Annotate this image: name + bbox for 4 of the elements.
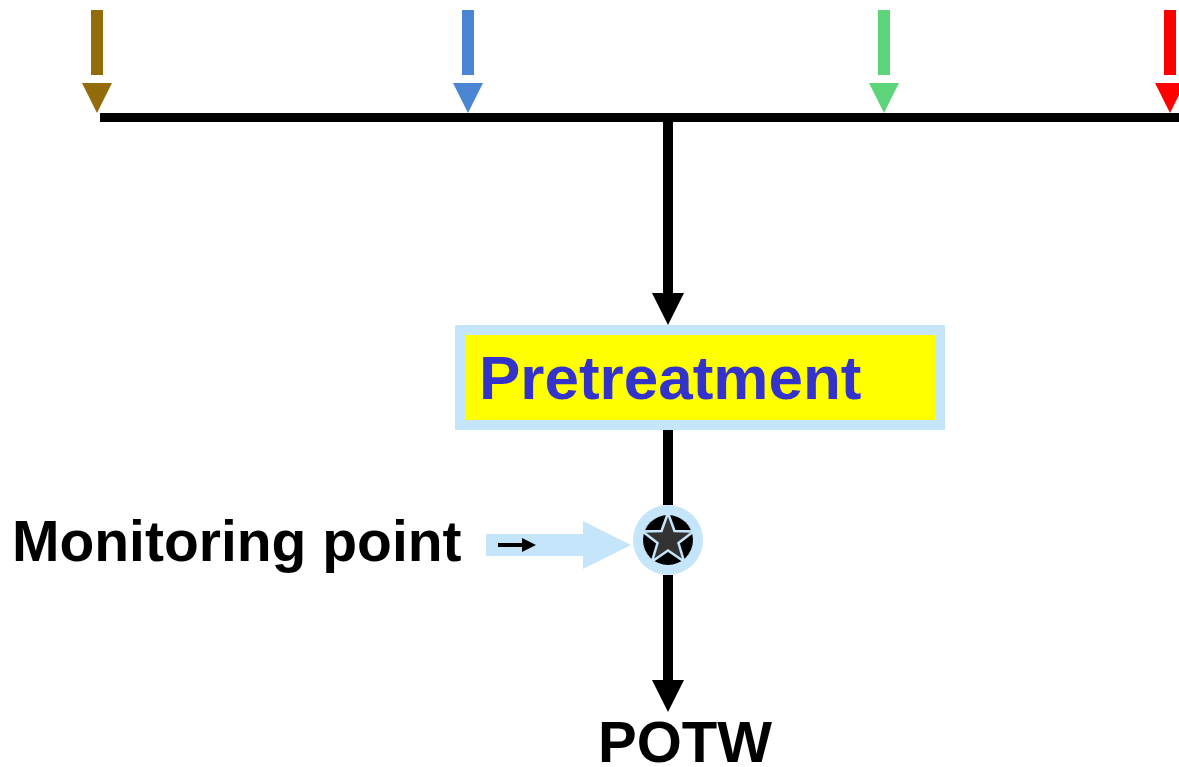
node-label: POTW (590, 712, 780, 767)
process-box: Pretreatment (455, 325, 945, 430)
node-label: Monitoring point (12, 508, 486, 574)
collector-pipe (100, 113, 1179, 122)
